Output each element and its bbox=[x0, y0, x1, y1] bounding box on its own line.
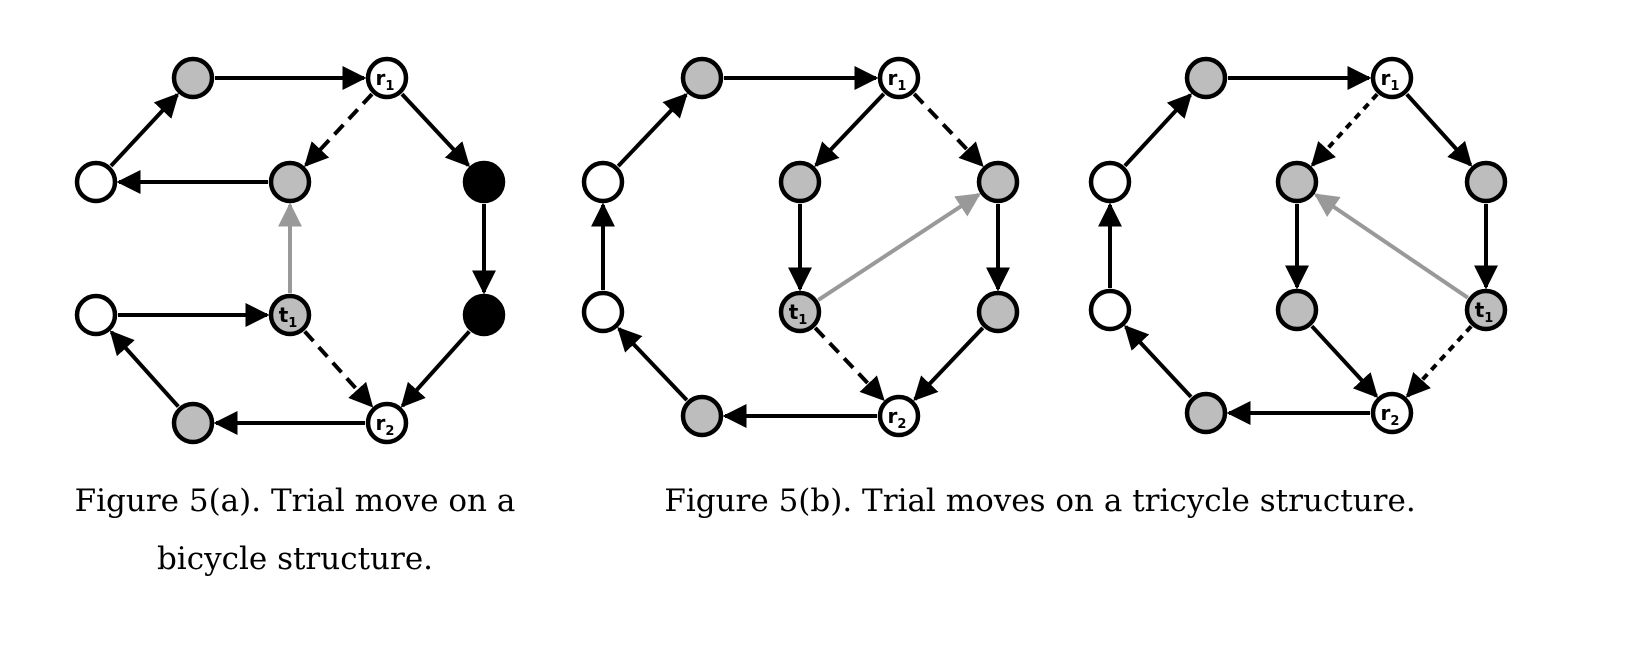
node-g_right_bot bbox=[976, 290, 1020, 334]
node-w_left_top bbox=[1088, 160, 1132, 204]
caption-figure-5a: Figure 5(a). Trial move on a bicycle str… bbox=[40, 472, 550, 588]
node-g_bottom bbox=[171, 401, 215, 445]
node-label-r2: r2 bbox=[376, 411, 395, 439]
node-g_inner_top bbox=[1275, 160, 1319, 204]
edge-t1-to-g_right_top bbox=[817, 192, 981, 302]
node-g_inner_bot bbox=[1275, 288, 1319, 332]
node-label-t1: t1 bbox=[279, 303, 298, 331]
node-r2 bbox=[1370, 391, 1414, 435]
edge-g_inner_bot-to-r2 bbox=[1310, 324, 1379, 398]
node-label-r2: r2 bbox=[888, 404, 907, 432]
edge-t1-to-r2 bbox=[1405, 324, 1473, 398]
edge-t1-to-r2 bbox=[303, 330, 374, 408]
bicycle-diagram: r1 t1 r2 bbox=[74, 56, 506, 445]
node-g_top bbox=[680, 56, 724, 100]
edge-g_right_bot-to-r2 bbox=[913, 326, 985, 402]
caption-figure-5b-line1: Figure 5(b). Trial moves on a tricycle s… bbox=[664, 483, 1416, 519]
node-w_left_top bbox=[581, 160, 625, 204]
node-g_inner_top bbox=[778, 160, 822, 204]
node-w_left_bot bbox=[74, 293, 118, 337]
node-r1 bbox=[365, 56, 409, 100]
node-g_bottom bbox=[1184, 391, 1228, 435]
node-w_left_bot bbox=[581, 290, 625, 334]
edge-w_left_top-to-g_top bbox=[616, 92, 688, 168]
node-label-r1: r1 bbox=[376, 66, 395, 94]
node-label-t1: t1 bbox=[789, 300, 808, 328]
node-g_top bbox=[171, 56, 215, 100]
node-label-t1: t1 bbox=[1475, 298, 1494, 326]
node-t1 bbox=[1464, 288, 1508, 332]
edge-r1-to-g_right_top bbox=[1405, 92, 1473, 167]
tricycle-diagram-2: r1 t1 r2 bbox=[1088, 56, 1508, 435]
node-r2 bbox=[877, 394, 921, 438]
node-t1 bbox=[268, 293, 312, 337]
node-label-r1: r1 bbox=[1381, 66, 1400, 94]
node-g_mid bbox=[268, 160, 312, 204]
node-w_left_top bbox=[74, 160, 118, 204]
edge-g_bottom-to-w_left_bot bbox=[1124, 325, 1193, 399]
edge-r1-to-g_inner_top bbox=[1310, 92, 1379, 167]
node-b_bot bbox=[462, 293, 506, 337]
caption-figure-5b: Figure 5(b). Trial moves on a tricycle s… bbox=[620, 472, 1460, 530]
edge-r1-to-g_right_top bbox=[912, 92, 984, 168]
node-r1 bbox=[877, 56, 921, 100]
edge-g_bottom-to-w_left_bot bbox=[109, 330, 180, 408]
node-g_top bbox=[1184, 56, 1228, 100]
edge-g_bottom-to-w_left_bot bbox=[617, 326, 689, 402]
edge-t1-to-r2 bbox=[813, 326, 885, 402]
node-g_bottom bbox=[680, 394, 724, 438]
edge-b_bot-to-r2 bbox=[400, 330, 471, 408]
edge-r1-to-g_mid bbox=[304, 92, 374, 167]
node-b_top bbox=[462, 160, 506, 204]
node-g_right_top bbox=[1464, 160, 1508, 204]
edge-r1-to-b_top bbox=[400, 92, 470, 167]
node-g_right_top bbox=[976, 160, 1020, 204]
tricycle-diagram-1: r1 t1 r2 bbox=[581, 56, 1020, 438]
edge-t1-to-g_inner_top bbox=[1314, 193, 1469, 300]
node-label-r1: r1 bbox=[888, 66, 907, 94]
node-r1 bbox=[1370, 56, 1414, 100]
caption-figure-5a-line2: bicycle structure. bbox=[156, 541, 434, 577]
node-w_left_bot bbox=[1088, 288, 1132, 332]
node-r2 bbox=[365, 401, 409, 445]
node-t1 bbox=[778, 290, 822, 334]
caption-figure-5a-line1: Figure 5(a). Trial move on a bbox=[74, 483, 516, 519]
node-label-r2: r2 bbox=[1381, 401, 1400, 429]
edge-w_left_top-to-g_top bbox=[109, 93, 179, 168]
edge-w_left_top-to-g_top bbox=[1123, 93, 1193, 168]
edge-r1-to-g_inner_top bbox=[814, 92, 886, 168]
